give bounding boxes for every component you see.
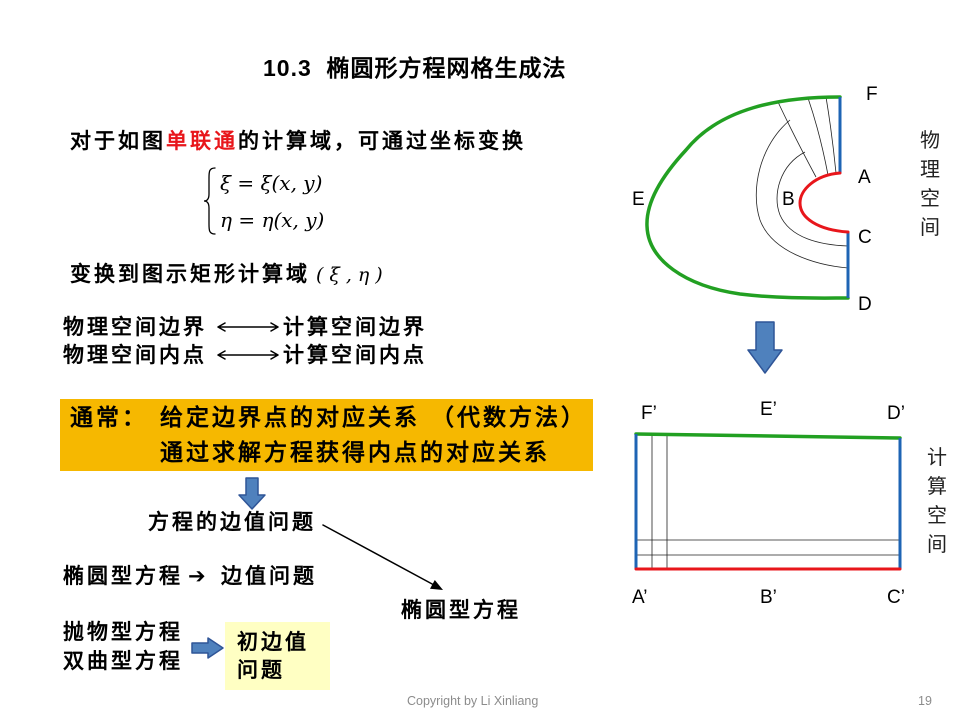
usual-line-1: 给定边界点的对应关系 （代数方法） <box>160 404 588 431</box>
mapping-right-interior: 计算空间内点 <box>283 342 427 367</box>
elliptic-row-right: 边值问题 <box>221 563 317 588</box>
computational-label-b: B’ <box>760 587 777 608</box>
computational-label-a: A’ <box>632 587 648 608</box>
ibvp-line-1: 初边值 <box>237 629 309 654</box>
ibvp-box: 初边值 问题 <box>225 622 330 690</box>
footer-page-number: 19 <box>918 694 932 708</box>
footer-copyright: Copyright by Li Xinliang <box>407 694 539 708</box>
usual-label: 通常： <box>70 404 148 431</box>
physical-label-b: B <box>782 189 795 210</box>
physical-space-caption: 物理空间 <box>920 128 940 239</box>
computational-label-c: C’ <box>887 587 905 608</box>
physical-label-e: E <box>632 189 645 210</box>
parabolic-equation: 抛物型方程 <box>63 619 183 644</box>
inner-boundary-red <box>798 171 850 234</box>
double-arrow-icon <box>217 350 279 360</box>
diagonal-arrow-icon <box>322 524 443 590</box>
transform-text: 变换到图示矩形计算域 <box>70 261 310 286</box>
mapping-left-boundary: 物理空间边界 <box>63 314 207 339</box>
bvp-label: 方程的边值问题 <box>148 509 316 534</box>
right-arrow-glyph-icon: ➔ <box>188 564 206 588</box>
computational-label-d: D’ <box>887 403 905 424</box>
top-boundary-green <box>634 432 902 440</box>
outer-boundary-green <box>645 95 850 300</box>
computational-space-caption: 计算空间 <box>927 445 947 556</box>
equation-xi: ξ = ξ(x, y) <box>220 171 323 195</box>
down-arrow-icon <box>747 321 783 374</box>
usual-approach-box: 通常： 给定边界点的对应关系 （代数方法） 通过求解方程获得内点的对应关系 <box>60 399 593 471</box>
computational-space-diagram <box>634 432 902 571</box>
elliptic-row-left: 椭圆型方程 <box>63 563 183 588</box>
grid-line <box>776 151 849 247</box>
physical-label-f: F <box>866 84 878 105</box>
hyperbolic-equation: 双曲型方程 <box>63 648 183 673</box>
computational-label-f: F’ <box>641 403 657 424</box>
elliptic-target: 椭圆型方程 <box>401 597 521 622</box>
physical-space-diagram <box>645 95 850 300</box>
physical-label-a: A <box>858 167 871 188</box>
intro-highlight: 单联通 <box>166 128 238 153</box>
usual-line-2: 通过求解方程获得内点的对应关系 <box>160 439 550 466</box>
slide-title: 10.3 椭圆形方程网格生成法 <box>263 55 567 81</box>
grid-line <box>807 97 829 176</box>
physical-label-d: D <box>858 294 872 315</box>
ibvp-line-2: 问题 <box>237 657 285 682</box>
double-arrow-icon <box>217 322 279 332</box>
mapping-right-boundary: 计算空间边界 <box>283 314 427 339</box>
intro-after: 的计算域，可通过坐标变换 <box>238 128 526 153</box>
grid-line <box>825 96 837 174</box>
intro-text: 对于如图单联通的计算域，可通过坐标变换 <box>70 127 526 155</box>
grid-line <box>777 101 817 178</box>
down-arrow-icon <box>238 477 266 510</box>
intro-before: 对于如图 <box>70 128 166 153</box>
equation-eta: η = η(x, y) <box>220 208 325 232</box>
grid-line <box>755 119 849 269</box>
physical-label-c: C <box>858 227 872 248</box>
right-arrow-icon <box>191 637 224 659</box>
computational-label-e: E’ <box>760 399 777 420</box>
mapping-left-interior: 物理空间内点 <box>63 342 207 367</box>
left-brace-icon <box>203 167 216 235</box>
transform-coords: (ξ,η) <box>316 264 389 286</box>
